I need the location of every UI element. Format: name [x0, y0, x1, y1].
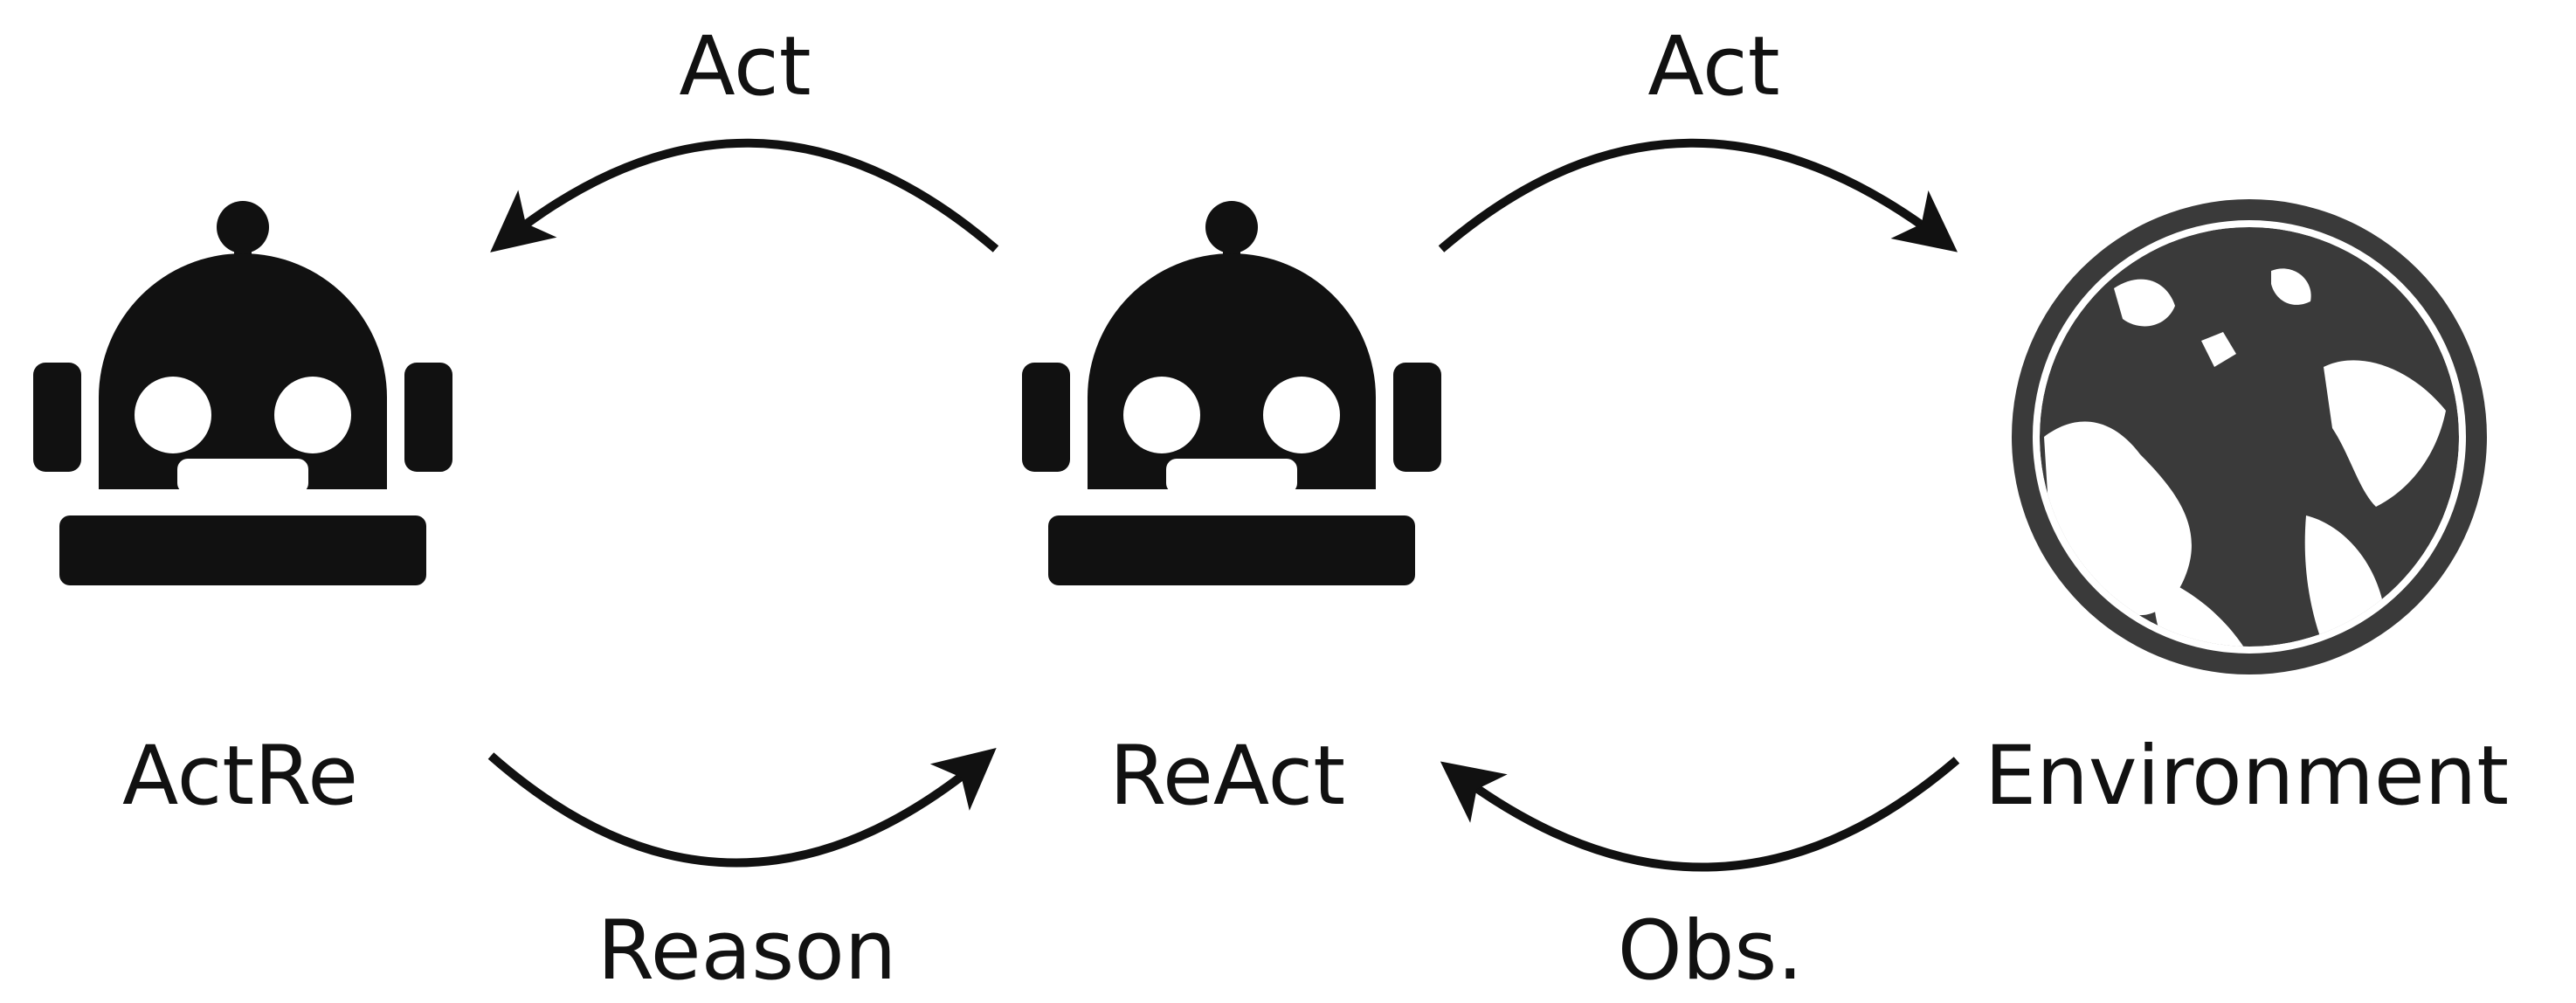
react-robot-icon [1022, 201, 1441, 585]
edge-label-reason: Reason [597, 903, 897, 999]
arrow-actre-to-react [487, 747, 997, 868]
arrow-react-to-actre [490, 138, 999, 252]
react-label: ReAct [1109, 729, 1345, 824]
edge-label-act-left: Act [679, 19, 811, 114]
globe-icon [2012, 199, 2487, 674]
arrow-environment-to-react [1440, 757, 1960, 872]
arrow-react-to-environment [1438, 138, 1958, 252]
actre-robot-icon [33, 201, 452, 585]
environment-label: Environment [1985, 729, 2509, 824]
edge-label-act-right: Act [1647, 19, 1779, 114]
edge-label-obs: Obs. [1618, 903, 1804, 999]
actre-label: ActRe [122, 729, 358, 824]
